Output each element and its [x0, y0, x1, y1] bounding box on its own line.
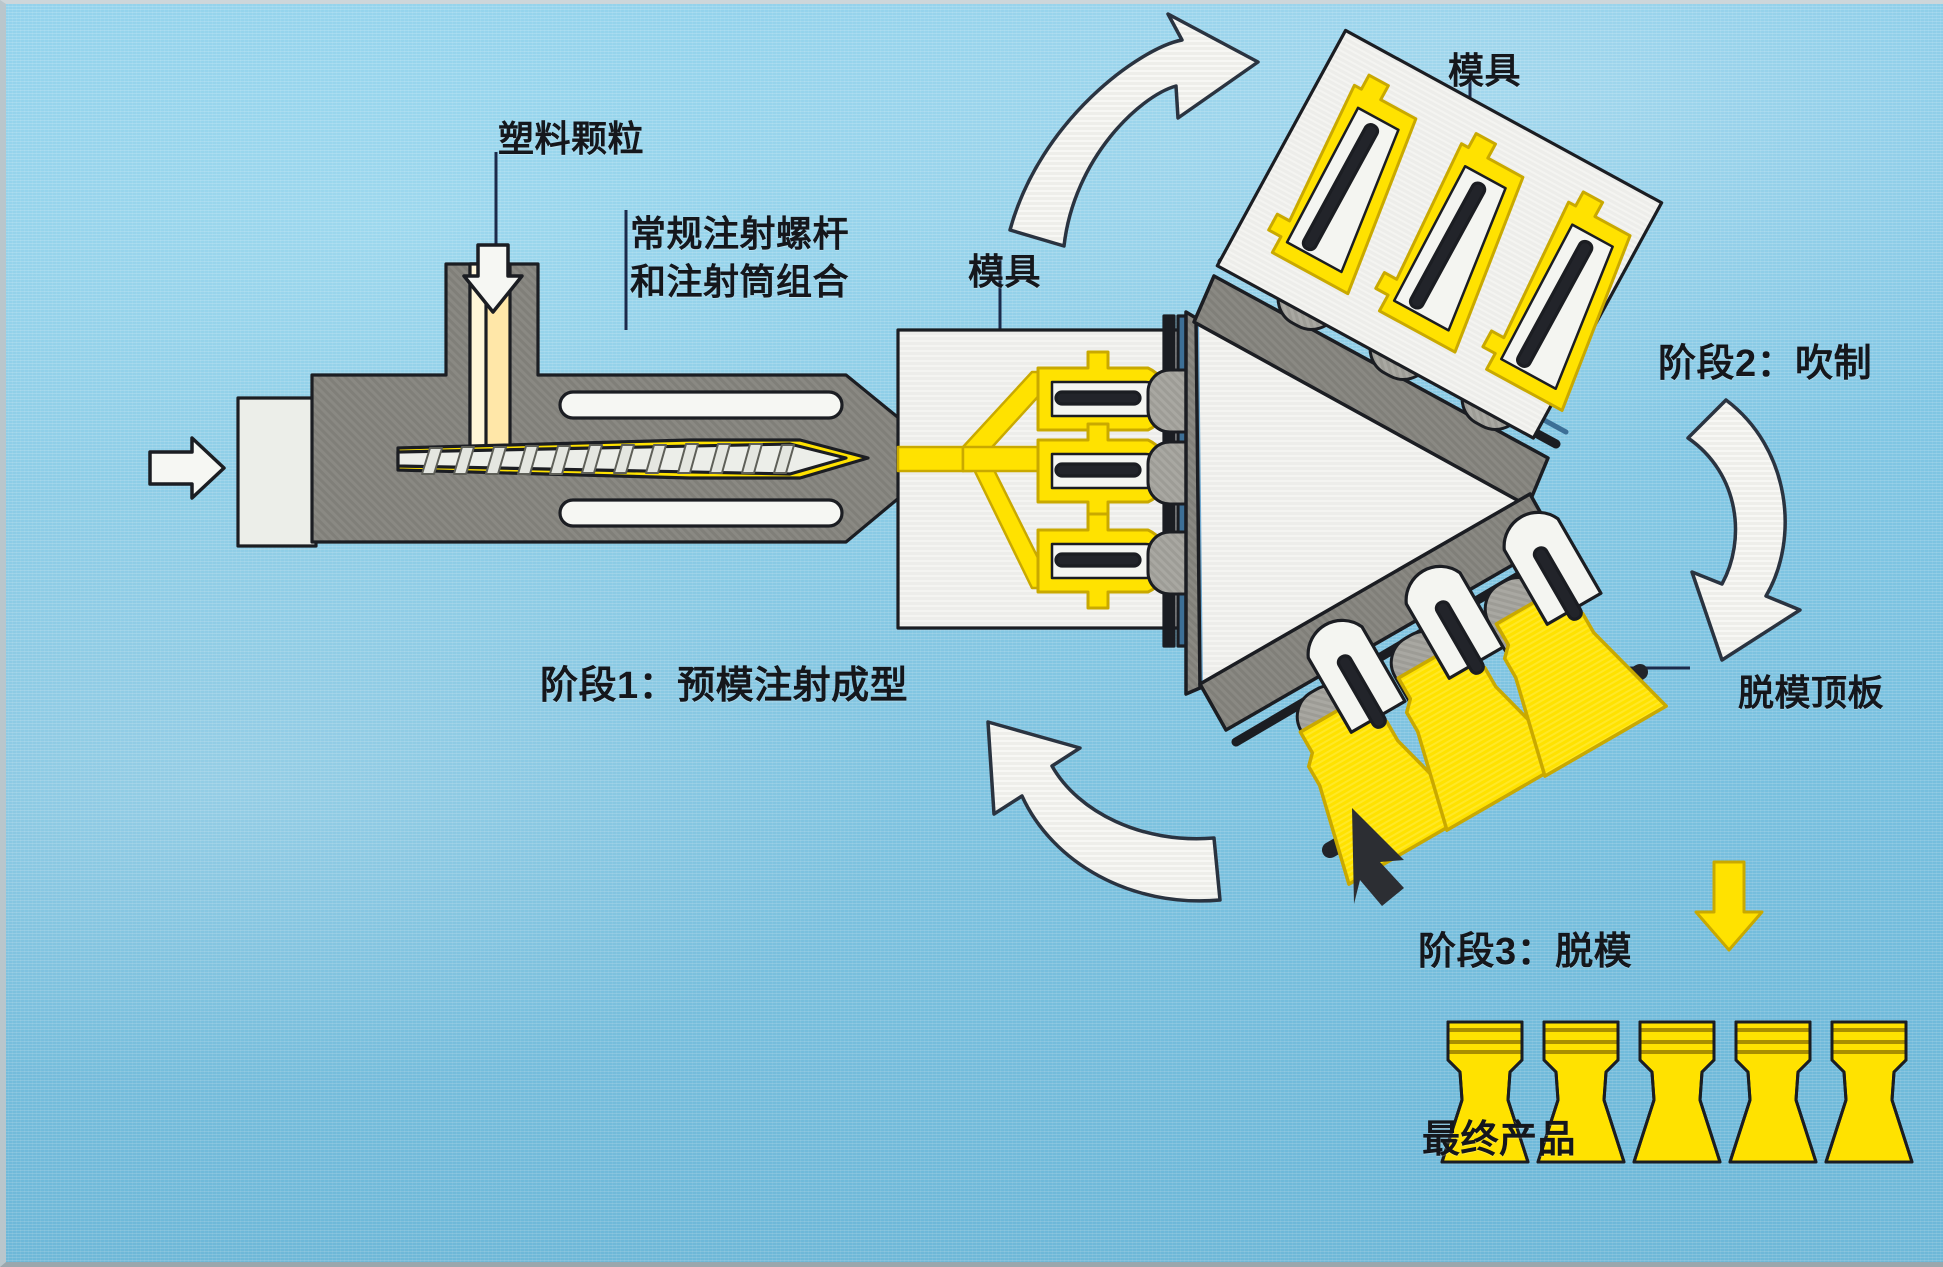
label-stage2: 阶段2：吹制	[1658, 343, 1873, 385]
rotation-arrow-bottom-icon	[986, 720, 1222, 903]
final-bottle-1	[1440, 1020, 1530, 1164]
label-stage3: 阶段3：脱模	[1418, 931, 1633, 973]
ejected-core-1	[1306, 618, 1407, 734]
label-screw-barrel-line2: 和注射筒组合	[630, 261, 850, 302]
final-bottle-5	[1824, 1020, 1914, 1164]
ejection-station	[1298, 510, 1668, 906]
heater-band-lower	[558, 498, 844, 528]
blow-mold	[1215, 28, 1664, 440]
label-mold-left: 模具	[968, 251, 1042, 292]
blow-cavity-3	[1481, 190, 1632, 412]
label-screw-barrel-line1: 常规注射螺杆	[630, 213, 850, 254]
final-bottle-4	[1728, 1020, 1818, 1164]
ejected-core-2	[1404, 564, 1505, 680]
preform-cavity-2	[1036, 422, 1170, 520]
drop-arrow-icon	[1694, 860, 1764, 952]
injection-back-plate	[236, 396, 318, 548]
label-mold-top: 模具	[1448, 50, 1522, 91]
label-ejector-plate: 脱模顶板	[1738, 672, 1885, 713]
eject-direction-arrow	[1352, 808, 1404, 906]
injection-unit	[236, 262, 962, 548]
label-plastic-pellets: 塑料颗粒	[498, 118, 645, 159]
heater-band-upper	[558, 390, 844, 420]
blow-cavity-2	[1374, 132, 1525, 354]
preform-mold	[896, 314, 1188, 648]
rotation-arrow-top-icon	[1008, 12, 1260, 248]
screw-flights	[421, 443, 795, 475]
feed-arrow-icon	[462, 243, 524, 314]
label-stage1: 阶段1：预模注射成型	[540, 665, 909, 707]
ejected-core-3	[1502, 510, 1603, 626]
ram-arrow-icon	[148, 436, 226, 500]
runner-channels	[896, 370, 1054, 590]
label-final-product: 最终产品	[1422, 1119, 1577, 1161]
rotation-arrow-right-icon	[1686, 398, 1802, 662]
preform-cavity-group	[1036, 350, 1170, 610]
blow-cavity-1	[1267, 73, 1418, 296]
final-bottle-3	[1632, 1020, 1722, 1164]
final-products	[1440, 860, 1914, 1164]
final-bottle-2	[1536, 1020, 1626, 1164]
